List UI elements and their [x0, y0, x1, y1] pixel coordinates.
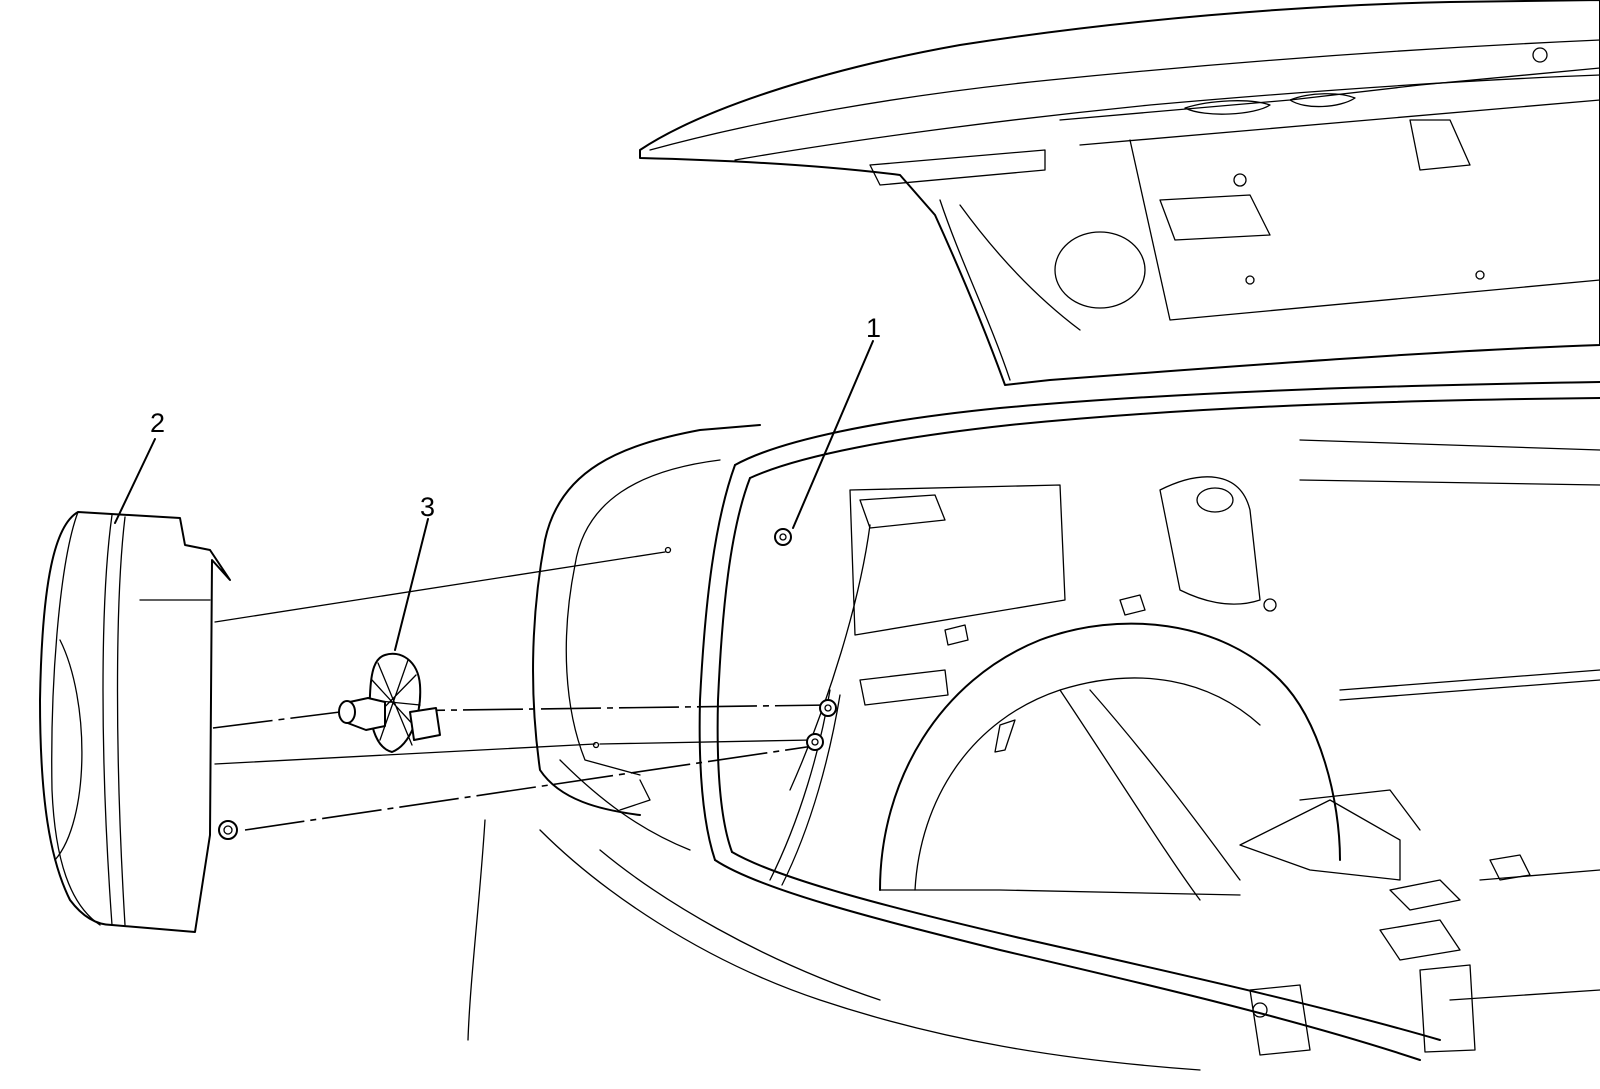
trunk-opening: [698, 381, 1600, 1061]
rear-quarter-body: [467, 424, 1201, 1071]
part-2-tail-lamp: [39, 438, 238, 933]
wheel-house: [879, 622, 1341, 901]
part-1-nuts: [774, 340, 874, 751]
callout-2: 2: [150, 408, 166, 438]
trunk-interior: [769, 476, 1600, 886]
callout-3: 3: [420, 492, 436, 522]
trunk-floor: [1239, 789, 1600, 1056]
alignment-lines: [212, 551, 831, 831]
callout-1: 1: [866, 313, 882, 343]
part-3-bulb-socket: [338, 518, 441, 753]
trunk-lid: [639, 0, 1600, 386]
